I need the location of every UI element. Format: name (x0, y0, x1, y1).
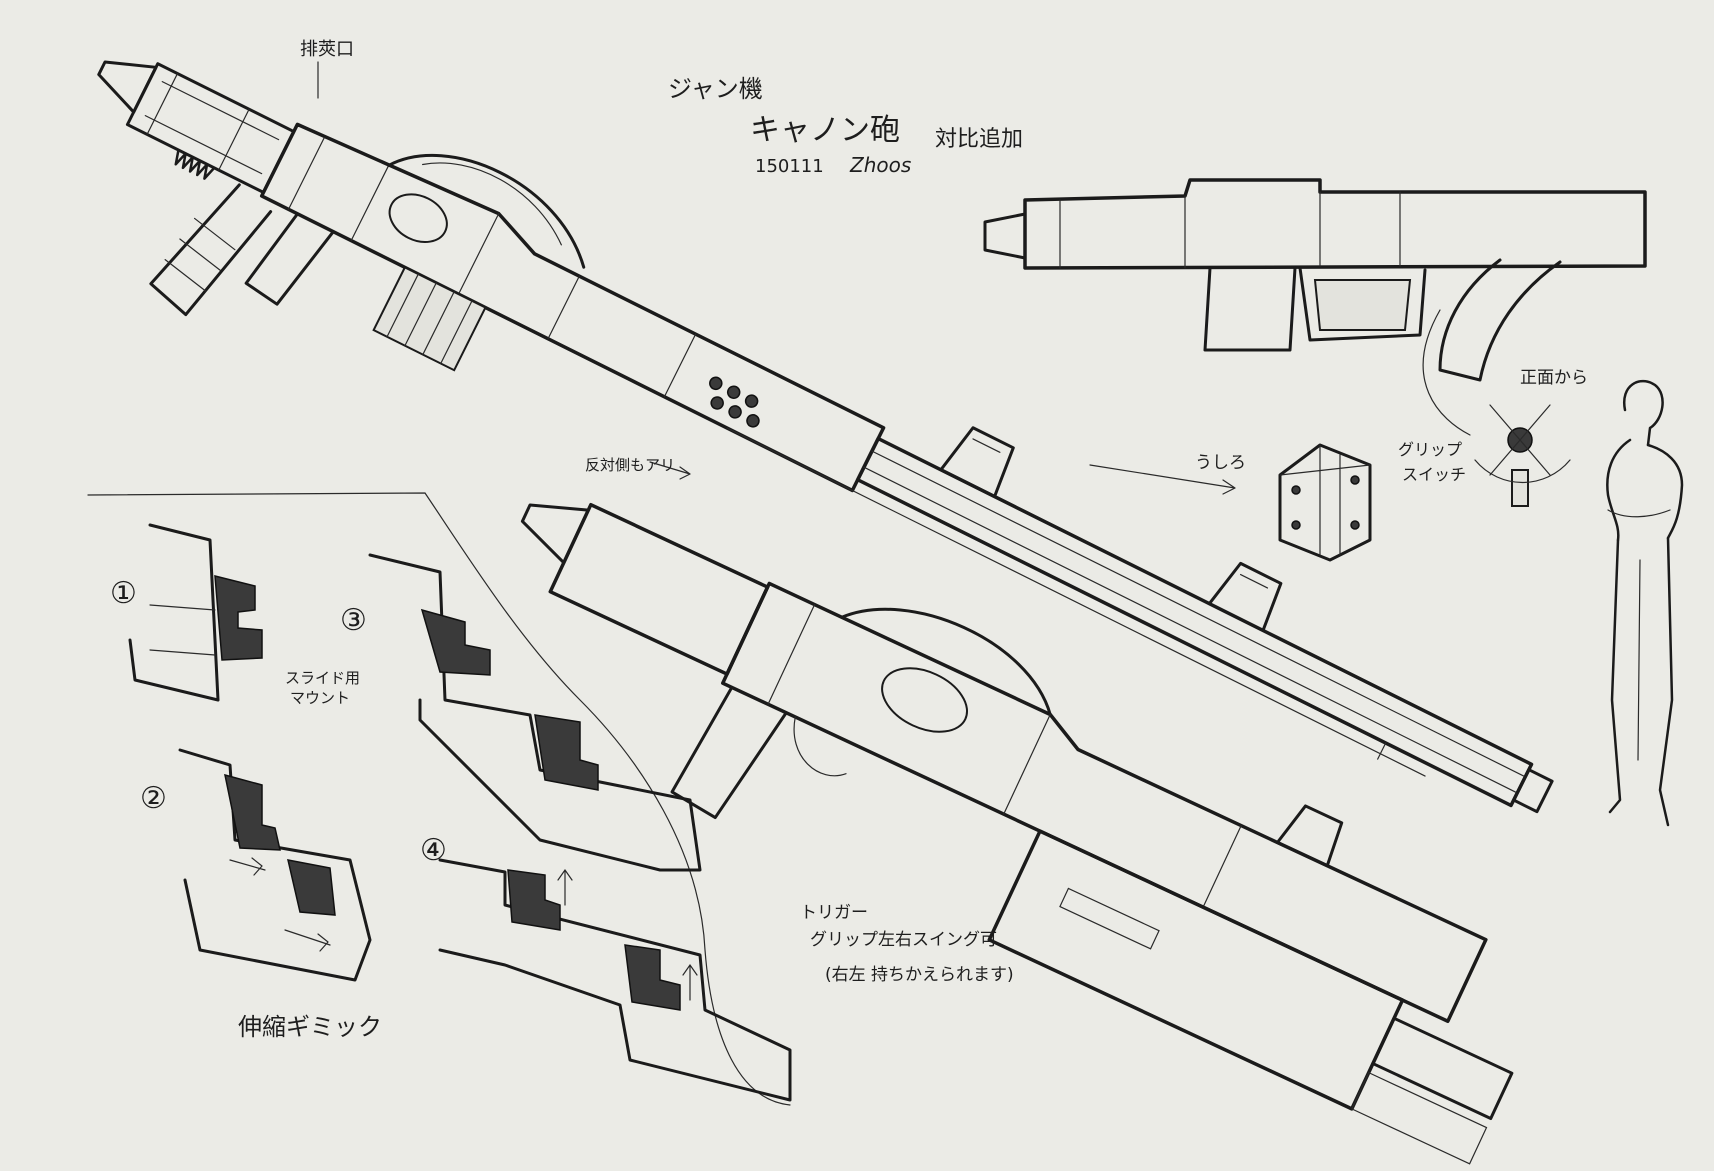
telescoping-step-1: ① スライド用 マウント (110, 523, 360, 707)
step-2-label: ② (140, 781, 167, 816)
header-signature: Zhoos (849, 153, 911, 177)
step-3-label: ③ (340, 603, 367, 638)
annotation-grip-note-paren: (右左 持ちかえられます) (825, 965, 1014, 985)
header-title: ジャン機 (668, 75, 763, 103)
telescoping-step-2: ② (140, 748, 372, 982)
annotation-trigger: トリガー (800, 903, 868, 923)
front-view-grip-detail: 正面から グリップ スイッチ (1398, 368, 1588, 507)
step-1-label: ① (110, 576, 137, 611)
annotation-grip-switch-1: グリップ (1398, 440, 1462, 459)
annotation-ejection-port: 排莢口 (300, 39, 354, 60)
rear-view-part: うしろ (1089, 443, 1372, 562)
main-cannon-drawing (97, 60, 1554, 814)
telescoping-step-4: ④ (420, 833, 792, 1102)
scale-reference-figure (1606, 379, 1684, 827)
annotation-grip-switch-2: スイッチ (1402, 465, 1466, 484)
extended-cannon-drawing (520, 502, 1514, 1165)
annotation-slide-mount-1: スライド用 (285, 669, 360, 687)
annotation-reverse-side: 反対側もアリ (585, 456, 675, 474)
annotation-grip-note: グリップ左右スイング可 (810, 930, 997, 950)
annotation-slide-mount-2: マウント (290, 689, 350, 707)
header-subtitle: キャノン砲 (750, 113, 900, 148)
step-4-label: ④ (420, 833, 447, 868)
annotation-rear: うしろ (1195, 453, 1246, 473)
telescoping-step-3: ③ (340, 553, 702, 872)
annotation-telescoping-gimmick: 伸縮ギミック (238, 1013, 382, 1041)
annotation-front-view: 正面から (1520, 368, 1588, 388)
side-view-drawing (983, 178, 1647, 436)
header-revision-note: 対比追加 (935, 127, 1023, 152)
header-date: 150111 (755, 156, 824, 177)
